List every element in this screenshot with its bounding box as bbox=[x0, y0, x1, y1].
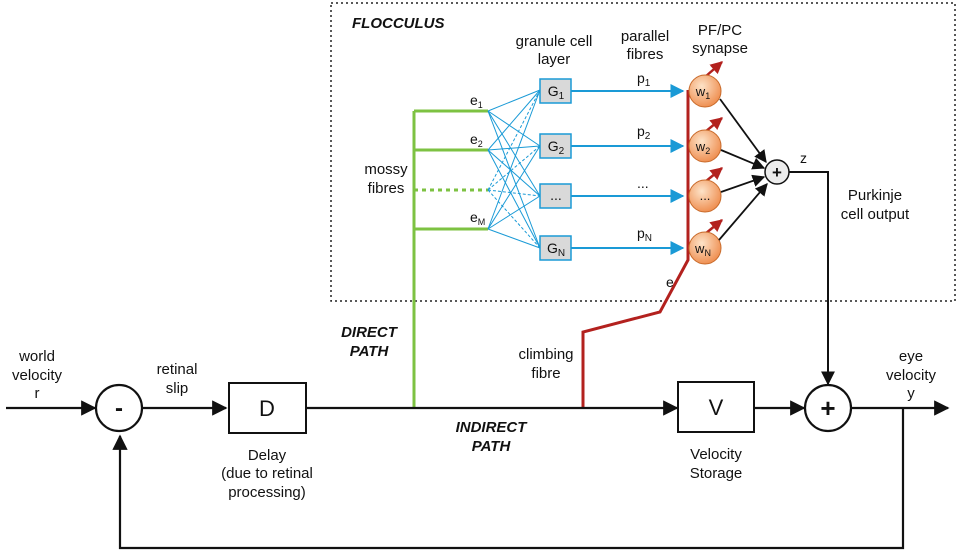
mossy-fibres bbox=[412, 109, 488, 408]
mossy-fibres-label-2: fibres bbox=[368, 180, 405, 197]
delay-caption-2: (due to retinal bbox=[221, 465, 313, 482]
output-sum-node: + bbox=[803, 383, 853, 433]
svg-text:G2: G2 bbox=[548, 138, 565, 157]
granule-cell-ellipsis: ... bbox=[539, 183, 572, 209]
svg-text:-: - bbox=[115, 395, 123, 422]
delay-caption-3: processing) bbox=[228, 484, 306, 501]
velocity-caption-1: Velocity bbox=[690, 446, 742, 463]
flocculus-title: FLOCCULUS bbox=[352, 15, 445, 32]
granule-layer-label-2: layer bbox=[538, 51, 571, 68]
indirect-path-label-1: INDIRECT bbox=[456, 419, 529, 436]
weight-node-ellipsis: ... bbox=[688, 179, 722, 213]
synapse-label-2: synapse bbox=[692, 40, 748, 57]
purkinje-sum-node: + bbox=[764, 159, 790, 185]
z-label: z bbox=[800, 150, 807, 166]
weight-node-w1: w1 bbox=[688, 74, 722, 108]
weight-node-wn: wN bbox=[688, 231, 722, 265]
retinal-slip-label-1: retinal bbox=[157, 361, 198, 378]
eye-velocity-label-2: velocity bbox=[886, 367, 937, 384]
em-label: eM bbox=[470, 209, 485, 227]
svg-text:w2: w2 bbox=[695, 139, 710, 156]
svg-text:V: V bbox=[709, 395, 724, 420]
parallel-fibres-label-2: fibres bbox=[627, 46, 664, 63]
world-velocity-label-1: world bbox=[18, 348, 55, 365]
error-sum-node: - bbox=[94, 383, 144, 433]
purkinje-label-1: Purkinje bbox=[848, 187, 902, 204]
purkinje-label-2: cell output bbox=[841, 206, 910, 223]
direct-path-label-2: PATH bbox=[350, 343, 390, 360]
velocity-storage-block: V bbox=[677, 381, 755, 433]
svg-text:...: ... bbox=[550, 187, 562, 203]
svg-text:w1: w1 bbox=[695, 84, 710, 101]
e1-label: e1 bbox=[470, 92, 483, 110]
svg-text:+: + bbox=[772, 163, 782, 182]
retinal-slip-label-2: slip bbox=[166, 380, 189, 397]
svg-text:GN: GN bbox=[547, 240, 565, 259]
parallel-fibres-label-1: parallel bbox=[621, 28, 669, 45]
svg-text:+: + bbox=[820, 393, 835, 423]
purkinje-output-line bbox=[789, 171, 835, 386]
mossy-granule-connections bbox=[487, 89, 541, 249]
granule-layer-label-1: granule cell bbox=[516, 33, 593, 50]
granule-cell-g1: G1 bbox=[539, 78, 572, 104]
p2-label: p2 bbox=[637, 123, 651, 142]
eye-velocity-label-3: y bbox=[907, 385, 915, 402]
svg-text:G1: G1 bbox=[548, 83, 565, 102]
delay-caption-1: Delay bbox=[248, 447, 287, 464]
p1-label: p1 bbox=[637, 70, 651, 89]
svg-text:D: D bbox=[259, 396, 275, 421]
delay-block: D bbox=[228, 382, 307, 434]
p-ellipsis-label: ... bbox=[637, 175, 649, 191]
mossy-fibres-label-1: mossy bbox=[364, 161, 408, 178]
flocculus-box bbox=[330, 2, 956, 302]
synapse-label-1: PF/PC bbox=[698, 22, 742, 39]
direct-path-label-1: DIRECT bbox=[341, 324, 399, 341]
granule-cell-g2: G2 bbox=[539, 133, 572, 159]
weight-node-w2: w2 bbox=[688, 129, 722, 163]
climbing-fibre-label-2: fibre bbox=[531, 365, 560, 382]
world-velocity-label-2: velocity bbox=[12, 367, 63, 384]
world-velocity-label-3: r bbox=[35, 385, 40, 402]
main-signal-path bbox=[6, 400, 950, 550]
velocity-caption-2: Storage bbox=[690, 465, 743, 482]
eye-velocity-label-1: eye bbox=[899, 348, 923, 365]
indirect-path-label-2: PATH bbox=[472, 438, 512, 455]
pn-label: pN bbox=[637, 225, 652, 244]
svg-text:wN: wN bbox=[694, 241, 711, 258]
svg-text:...: ... bbox=[700, 188, 711, 203]
weight-to-sum-arrows bbox=[718, 98, 768, 241]
granule-cell-gn: GN bbox=[539, 235, 572, 261]
parallel-fibres bbox=[571, 84, 685, 255]
climbing-fibre-label-1: climbing bbox=[518, 346, 573, 363]
e2-label: e2 bbox=[470, 131, 483, 149]
e-error-label: e bbox=[666, 274, 674, 290]
